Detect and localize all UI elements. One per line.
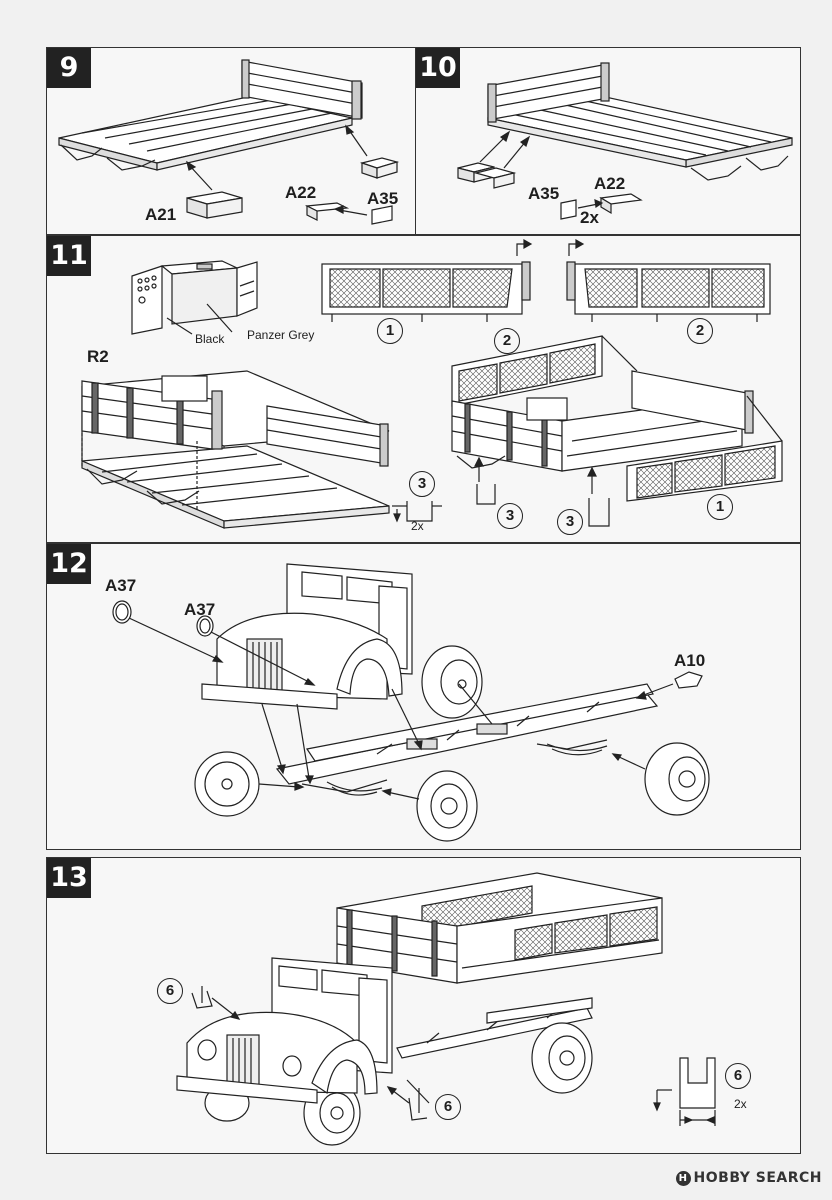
part-label-a37: A37 xyxy=(184,600,216,619)
callout-2: 2 xyxy=(687,318,713,344)
paint-label-black: Black xyxy=(195,332,225,346)
step-11-panel: 11 xyxy=(46,235,801,543)
part-label-a22: A22 xyxy=(285,183,317,202)
step-10-cargo-bed-drawing xyxy=(457,62,793,220)
step-12-panel: 12 xyxy=(46,543,801,850)
callout-6: 6 xyxy=(435,1094,461,1120)
step-11-number: 11 xyxy=(47,236,91,276)
quantity-label: 2x xyxy=(734,1097,747,1111)
step-10-panel: 10 A35 A22 2x xyxy=(415,47,801,235)
quantity-label: 2x xyxy=(411,519,424,533)
part-label-a37: A37 xyxy=(105,576,137,595)
step-10-number: 10 xyxy=(416,48,460,88)
quantity-label: 2x xyxy=(580,208,599,227)
paint-label-panzer-grey: Panzer Grey xyxy=(247,328,315,342)
step-9-cargo-bed-drawing xyxy=(58,59,400,225)
step-11-cargo-sides-drawing xyxy=(81,238,783,529)
callout-6: 6 xyxy=(725,1063,751,1089)
step-12-number: 12 xyxy=(47,544,91,584)
step-9-panel: 9 xyxy=(46,47,416,235)
callout-3: 3 xyxy=(557,509,583,535)
callout-2: 2 xyxy=(494,328,520,354)
callout-6: 6 xyxy=(157,978,183,1004)
part-label-a10: A10 xyxy=(674,651,706,670)
callout-1: 1 xyxy=(707,494,733,520)
watermark-text: HOBBY SEARCH xyxy=(693,1170,822,1186)
step-12-chassis-drawing xyxy=(112,563,710,842)
step-13-complete-truck-drawing xyxy=(176,872,716,1146)
step-13-panel: 13 xyxy=(46,857,801,1154)
callout-1: 1 xyxy=(377,318,403,344)
step-9-number: 9 xyxy=(47,48,91,88)
part-label-a22: A22 xyxy=(594,174,626,193)
hobby-search-logo-icon: H xyxy=(675,1171,691,1186)
part-label-a35: A35 xyxy=(528,184,560,203)
part-label-a21: A21 xyxy=(145,205,177,224)
part-label-r2: R2 xyxy=(87,347,109,366)
part-label-a35: A35 xyxy=(367,189,399,208)
step-13-number: 13 xyxy=(47,858,91,898)
callout-3: 3 xyxy=(497,503,523,529)
callout-3: 3 xyxy=(409,471,435,497)
